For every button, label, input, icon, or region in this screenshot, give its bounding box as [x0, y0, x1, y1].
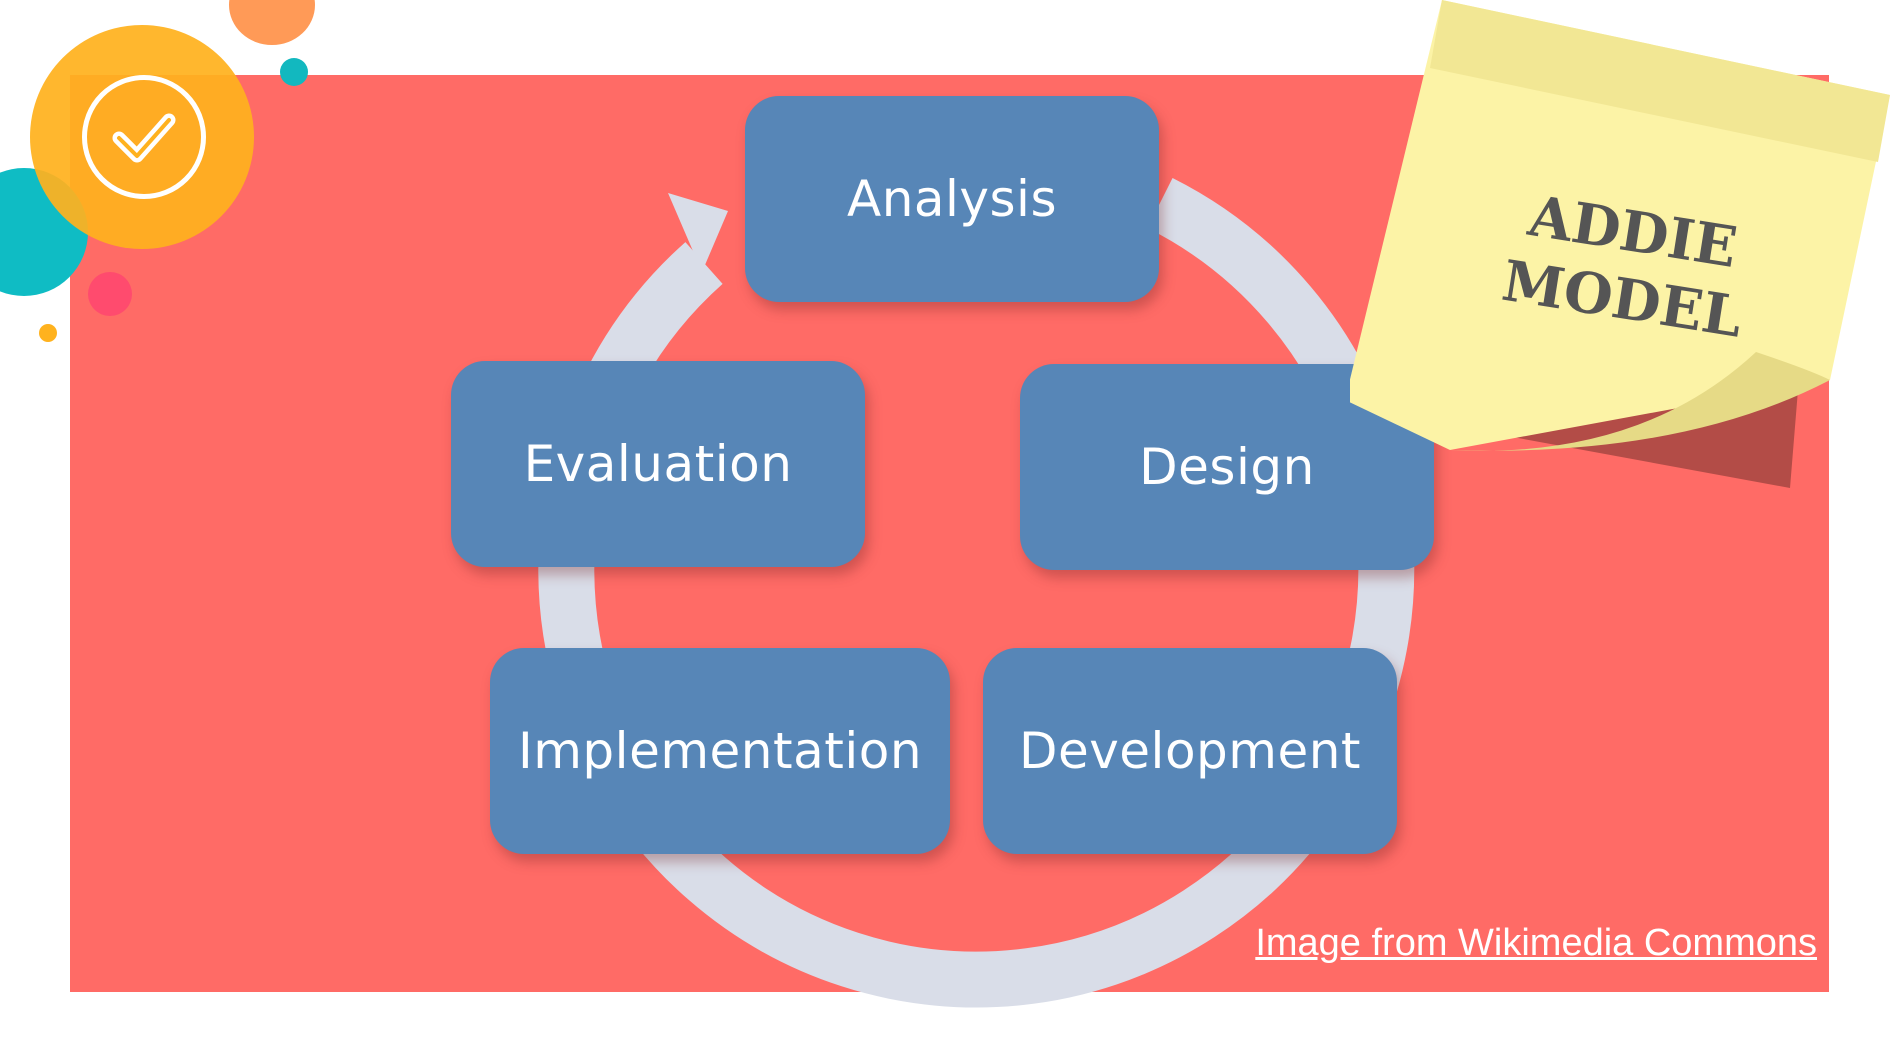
stage-analysis: Analysis: [745, 96, 1159, 302]
stage-implementation: Implementation: [490, 648, 950, 854]
stage-evaluation: Evaluation: [451, 361, 865, 567]
sticky-note: [1350, 0, 1890, 488]
image-credit-link[interactable]: Image from Wikimedia Commons: [1255, 922, 1817, 964]
decor-dot-yellow: [39, 324, 57, 342]
stage-label: Design: [1139, 438, 1315, 496]
decor-circle-pink: [88, 272, 132, 316]
checkmark-badge: [82, 75, 206, 199]
stage-label: Evaluation: [523, 435, 793, 493]
decor-circle-teal-small: [280, 58, 308, 86]
stage-label: Development: [1018, 722, 1362, 780]
stage-label: Analysis: [846, 170, 1057, 228]
stage-label: Implementation: [517, 722, 923, 780]
stage-development: Development: [983, 648, 1397, 854]
cycle-arrow-head: [668, 193, 728, 272]
checkmark-icon: [112, 113, 176, 163]
